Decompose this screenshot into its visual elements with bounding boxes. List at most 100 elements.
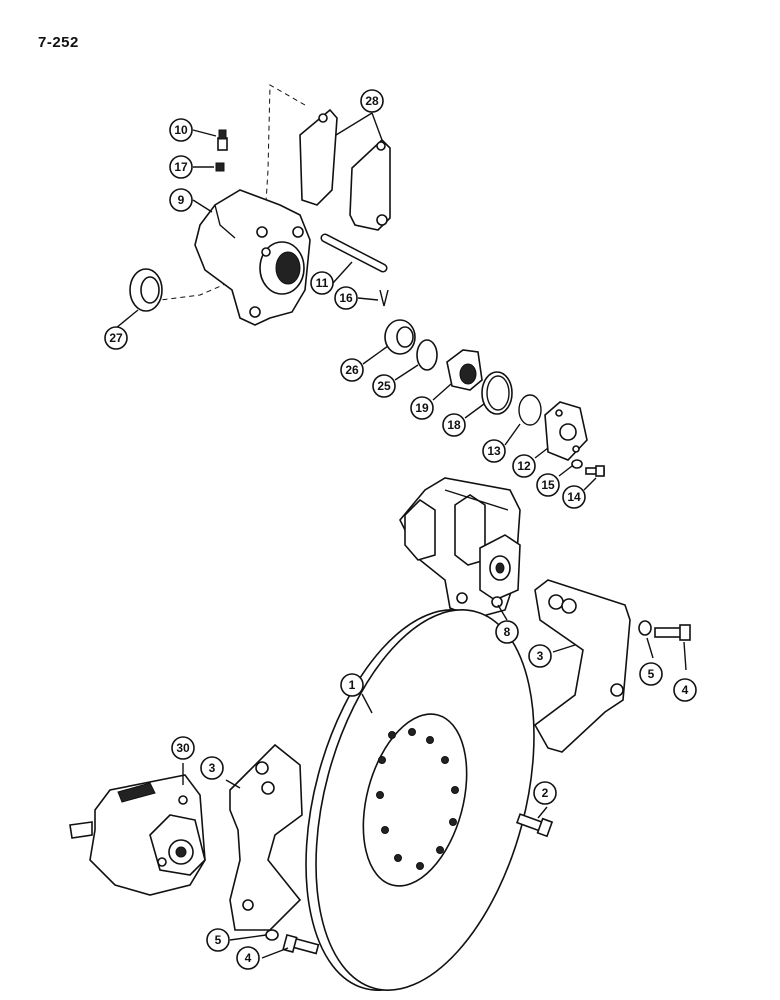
callout-label: 1 (349, 678, 356, 692)
callout-15: 15 (536, 473, 560, 497)
piston-boot (384, 319, 416, 355)
callout-19: 19 (410, 396, 434, 420)
caliper-upper (194, 189, 311, 326)
callout-label: 9 (178, 193, 185, 207)
callout-circle (372, 374, 396, 398)
caliper-complete (69, 774, 206, 896)
callout-circle (442, 413, 466, 437)
callout-circle (104, 326, 128, 350)
bleeder-screw (217, 129, 228, 151)
callout-11: 11 (310, 271, 334, 295)
guide-pin (320, 233, 388, 273)
callout-label: 18 (447, 418, 461, 432)
callout-2: 2 (533, 781, 557, 805)
callout-circle (410, 396, 434, 420)
mounting-bracket-upper (533, 579, 631, 753)
brake-pad-left (299, 108, 338, 206)
callout-28: 28 (360, 89, 384, 113)
callout-group: 28 10 17 9 11 16 27 26 25 19 18 13 12 15 14 8 3 5 4 1 30 2 3 5 4 (104, 89, 697, 970)
callout-14: 14 (562, 485, 586, 509)
callout-3: 3 (200, 756, 224, 780)
callout-16: 16 (334, 286, 358, 310)
washer-upper (571, 459, 583, 469)
callout-label: 4 (245, 951, 252, 965)
washer-lower (265, 929, 279, 941)
piston-seal (416, 339, 438, 371)
callout-10: 10 (169, 118, 193, 142)
callout-5: 5 (639, 662, 663, 686)
callout-label: 28 (365, 94, 379, 108)
callout-circle (236, 946, 260, 970)
callout-circle (360, 89, 384, 113)
callout-circle (169, 188, 193, 212)
callout-label: 5 (648, 667, 655, 681)
callout-label: 5 (215, 933, 222, 947)
callout-9: 9 (169, 188, 193, 212)
bolt-upper (585, 465, 605, 477)
callout-circle (334, 286, 358, 310)
callout-17: 17 (169, 155, 193, 179)
bolt-right (654, 624, 691, 641)
callout-label: 17 (174, 160, 188, 174)
callout-label: 4 (682, 683, 689, 697)
callout-circle (528, 644, 552, 668)
callout-circle (206, 928, 230, 952)
callout-25: 25 (372, 374, 396, 398)
callout-27: 27 (104, 326, 128, 350)
callout-label: 10 (174, 123, 188, 137)
callout-label: 25 (377, 379, 391, 393)
callout-circle (310, 271, 334, 295)
retaining-clip (379, 289, 389, 307)
bleeder-cap (215, 162, 225, 172)
callout-circle (562, 485, 586, 509)
callout-30: 30 (171, 736, 195, 760)
callout-5: 5 (206, 928, 230, 952)
callout-circle (533, 781, 557, 805)
mounting-bracket-lower (229, 743, 303, 931)
callout-label: 26 (345, 363, 359, 377)
callout-3: 3 (528, 644, 552, 668)
callout-13: 13 (482, 439, 506, 463)
callout-label: 30 (176, 741, 190, 755)
callout-label: 11 (316, 276, 329, 290)
callout-4: 4 (673, 678, 697, 702)
callout-circle (169, 155, 193, 179)
callout-circle (512, 454, 536, 478)
callout-circle (340, 673, 364, 697)
cover-plate (544, 401, 588, 461)
callout-1: 1 (340, 673, 364, 697)
callout-label: 16 (339, 291, 353, 305)
leader-lines (115, 112, 687, 959)
callout-8: 8 (495, 620, 519, 644)
callout-label: 12 (517, 459, 531, 473)
callout-circle (639, 662, 663, 686)
piston (446, 349, 483, 391)
bolt-lower (282, 933, 320, 955)
callout-label: 14 (567, 490, 581, 504)
washer-right (638, 620, 652, 636)
callout-26: 26 (340, 358, 364, 382)
callout-circle (536, 473, 560, 497)
callout-18: 18 (442, 413, 466, 437)
brake-pad-right (349, 138, 391, 231)
page-number: 7-252 (38, 34, 79, 51)
callout-label: 8 (504, 625, 511, 639)
caliper-assembled (399, 477, 521, 619)
callout-circle (673, 678, 697, 702)
callout-label: 2 (542, 786, 549, 800)
callout-circle (495, 620, 519, 644)
callout-label: 27 (109, 331, 123, 345)
callout-12: 12 (512, 454, 536, 478)
brake-disc (305, 609, 535, 991)
callout-label: 13 (487, 444, 501, 458)
callout-label: 3 (537, 649, 544, 663)
callout-circle (200, 756, 224, 780)
callout-label: 15 (541, 478, 555, 492)
disc-bolt (515, 813, 554, 838)
callout-label: 3 (209, 761, 216, 775)
callout-circle (340, 358, 364, 382)
o-ring-small (518, 394, 542, 426)
o-ring-large (481, 371, 513, 415)
callout-circle (171, 736, 195, 760)
